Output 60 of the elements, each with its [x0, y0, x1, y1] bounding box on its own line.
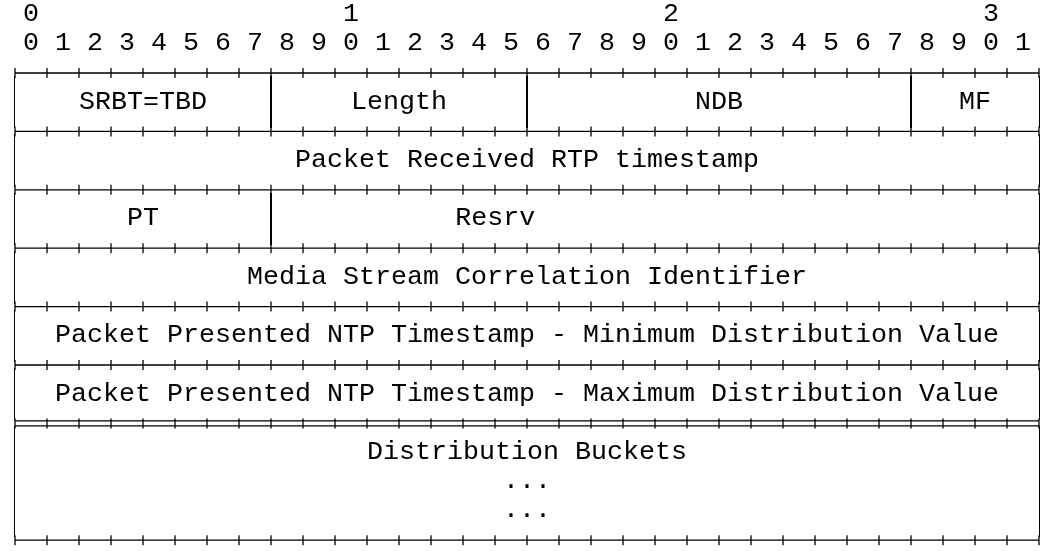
bit-number: 0: [343, 29, 359, 59]
bit-number: 2: [663, 0, 679, 30]
bit-number: 0: [663, 29, 679, 59]
field-label: Media Stream Correlation Identifier: [246, 262, 808, 292]
field-label: ...: [502, 496, 552, 526]
field-box: [14, 368, 1040, 421]
bit-number: 3: [439, 29, 455, 59]
bit-number: 8: [599, 29, 615, 59]
bit-number: 1: [343, 0, 359, 30]
field-label: NDB: [694, 87, 744, 117]
field-label: Packet Received RTP timestamp: [294, 146, 760, 176]
bit-number: 1: [375, 29, 391, 59]
bit-number: 8: [919, 29, 935, 59]
field-box: [14, 192, 272, 246]
field-label: Packet Presented NTP Timestamp - Minimum Distribution Value: [54, 321, 1000, 351]
bit-number: 8: [279, 29, 295, 59]
bit-number: 0: [23, 29, 39, 59]
field-box: [270, 192, 1040, 246]
field-label: SRBT=TBD: [78, 87, 208, 117]
field-box: [270, 76, 528, 129]
bit-number: 4: [791, 29, 807, 59]
bit-number: 2: [407, 29, 423, 59]
bit-number: 1: [1015, 29, 1031, 59]
bit-number: 9: [951, 29, 967, 59]
bit-number: 1: [695, 29, 711, 59]
bit-number: 4: [471, 29, 487, 59]
bit-number: 5: [503, 29, 519, 59]
bit-number: 2: [87, 29, 103, 59]
field-label: ...: [502, 467, 552, 497]
bit-number: 5: [183, 29, 199, 59]
bit-number: 6: [215, 29, 231, 59]
field-box: [14, 426, 1040, 538]
bit-number: 0: [23, 0, 39, 30]
bit-number: 5: [823, 29, 839, 59]
field-label: Packet Presented NTP Timestamp - Maximum Distribution Value: [54, 379, 1000, 409]
bit-number: 7: [887, 29, 903, 59]
bit-number: 0: [983, 29, 999, 59]
bit-number: 6: [535, 29, 551, 59]
field-box: [526, 76, 912, 129]
bit-number: 9: [631, 29, 647, 59]
field-label: PT: [126, 204, 160, 234]
bit-number: 7: [567, 29, 583, 59]
bit-number: 4: [151, 29, 167, 59]
field-label: MF: [958, 87, 992, 117]
bit-number: 3: [759, 29, 775, 59]
field-label: Distribution Buckets: [366, 438, 688, 468]
bit-number: 3: [983, 0, 999, 30]
bit-number: 6: [855, 29, 871, 59]
field-label: Length: [350, 87, 448, 117]
bit-number: 9: [311, 29, 327, 59]
bit-number: 1: [55, 29, 71, 59]
field-box: [14, 134, 1040, 187]
field-box: [910, 76, 1040, 129]
bit-number: 2: [727, 29, 743, 59]
bit-number: 3: [119, 29, 135, 59]
field-label: Resrv: [455, 204, 536, 234]
field-box: [14, 76, 272, 129]
field-box: [14, 251, 1040, 304]
field-box: [14, 309, 1040, 362]
bit-number: 7: [247, 29, 263, 59]
